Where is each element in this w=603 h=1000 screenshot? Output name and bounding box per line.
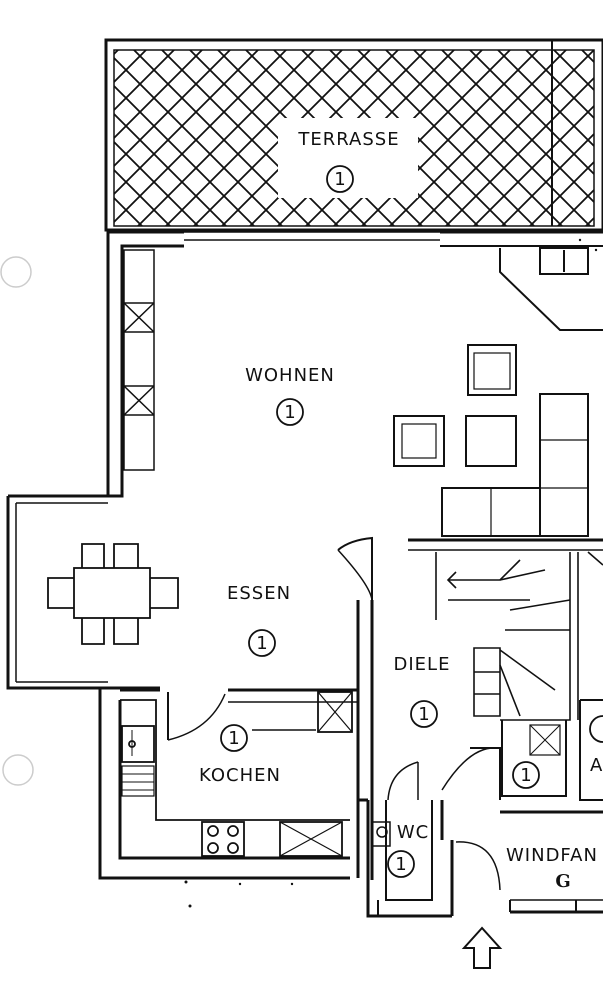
essen-label-group: ESSEN 1 — [227, 583, 291, 657]
kitchen-counters — [120, 691, 353, 857]
armchair-top — [467, 344, 517, 396]
room-a-label-group: A — [589, 715, 603, 776]
diele-number: 1 — [418, 704, 429, 725]
understair-number: 1 — [520, 765, 531, 786]
wohnen-label: WOHNEN — [245, 365, 335, 386]
wc-and-entry — [358, 747, 603, 918]
binder-hole-top — [0, 256, 32, 288]
armchair-left — [393, 415, 445, 467]
kochen-label-group: 1 KOCHEN — [199, 724, 281, 786]
terrasse-label-group: TERRASSE 1 — [287, 126, 411, 193]
coffee-table — [465, 415, 517, 467]
wohnen-left-windows — [123, 249, 155, 471]
windfang-label-group: WINDFAN G — [506, 845, 598, 892]
understair-label-group: 1 — [512, 761, 540, 789]
essen-number: 1 — [256, 633, 267, 654]
stove-icon — [201, 821, 245, 857]
scan-specks — [184, 238, 598, 908]
living-furniture — [393, 344, 589, 537]
diele-label-group: DIELE 1 — [394, 654, 451, 728]
kochen-label: KOCHEN — [199, 765, 281, 786]
diele-label: DIELE — [394, 654, 451, 675]
terrasse-label: TERRASSE — [297, 129, 399, 150]
terrasse-number: 1 — [334, 169, 345, 190]
essen-label: ESSEN — [227, 583, 291, 604]
room-labels: TERRASSE 1 WOHNEN 1 ESSEN 1 DIELE 1 1 KO… — [199, 126, 603, 892]
dining-table — [73, 567, 151, 619]
dining-set — [47, 543, 179, 645]
exterior-walls — [6, 230, 603, 880]
room-a-label: A — [590, 755, 603, 776]
wohnen-label-group: WOHNEN 1 — [245, 365, 335, 426]
fireplace — [499, 247, 603, 331]
staircase — [435, 551, 603, 721]
wc-label-group: WC 1 — [387, 822, 429, 878]
toilet-icon — [371, 821, 391, 847]
up-arrow-icon — [461, 926, 503, 969]
kochen-number: 1 — [228, 728, 239, 749]
wc-label: WC — [397, 822, 429, 843]
windfang-marker: G — [555, 871, 570, 892]
understair-storage — [501, 699, 603, 801]
sink-icon — [121, 725, 155, 763]
binder-hole-bottom — [2, 754, 34, 786]
windfang-label: WINDFAN — [506, 845, 598, 866]
wohnen-number: 1 — [284, 402, 295, 423]
sofa-right — [539, 393, 589, 537]
interior-walls — [120, 536, 603, 880]
wc-number: 1 — [395, 854, 406, 875]
